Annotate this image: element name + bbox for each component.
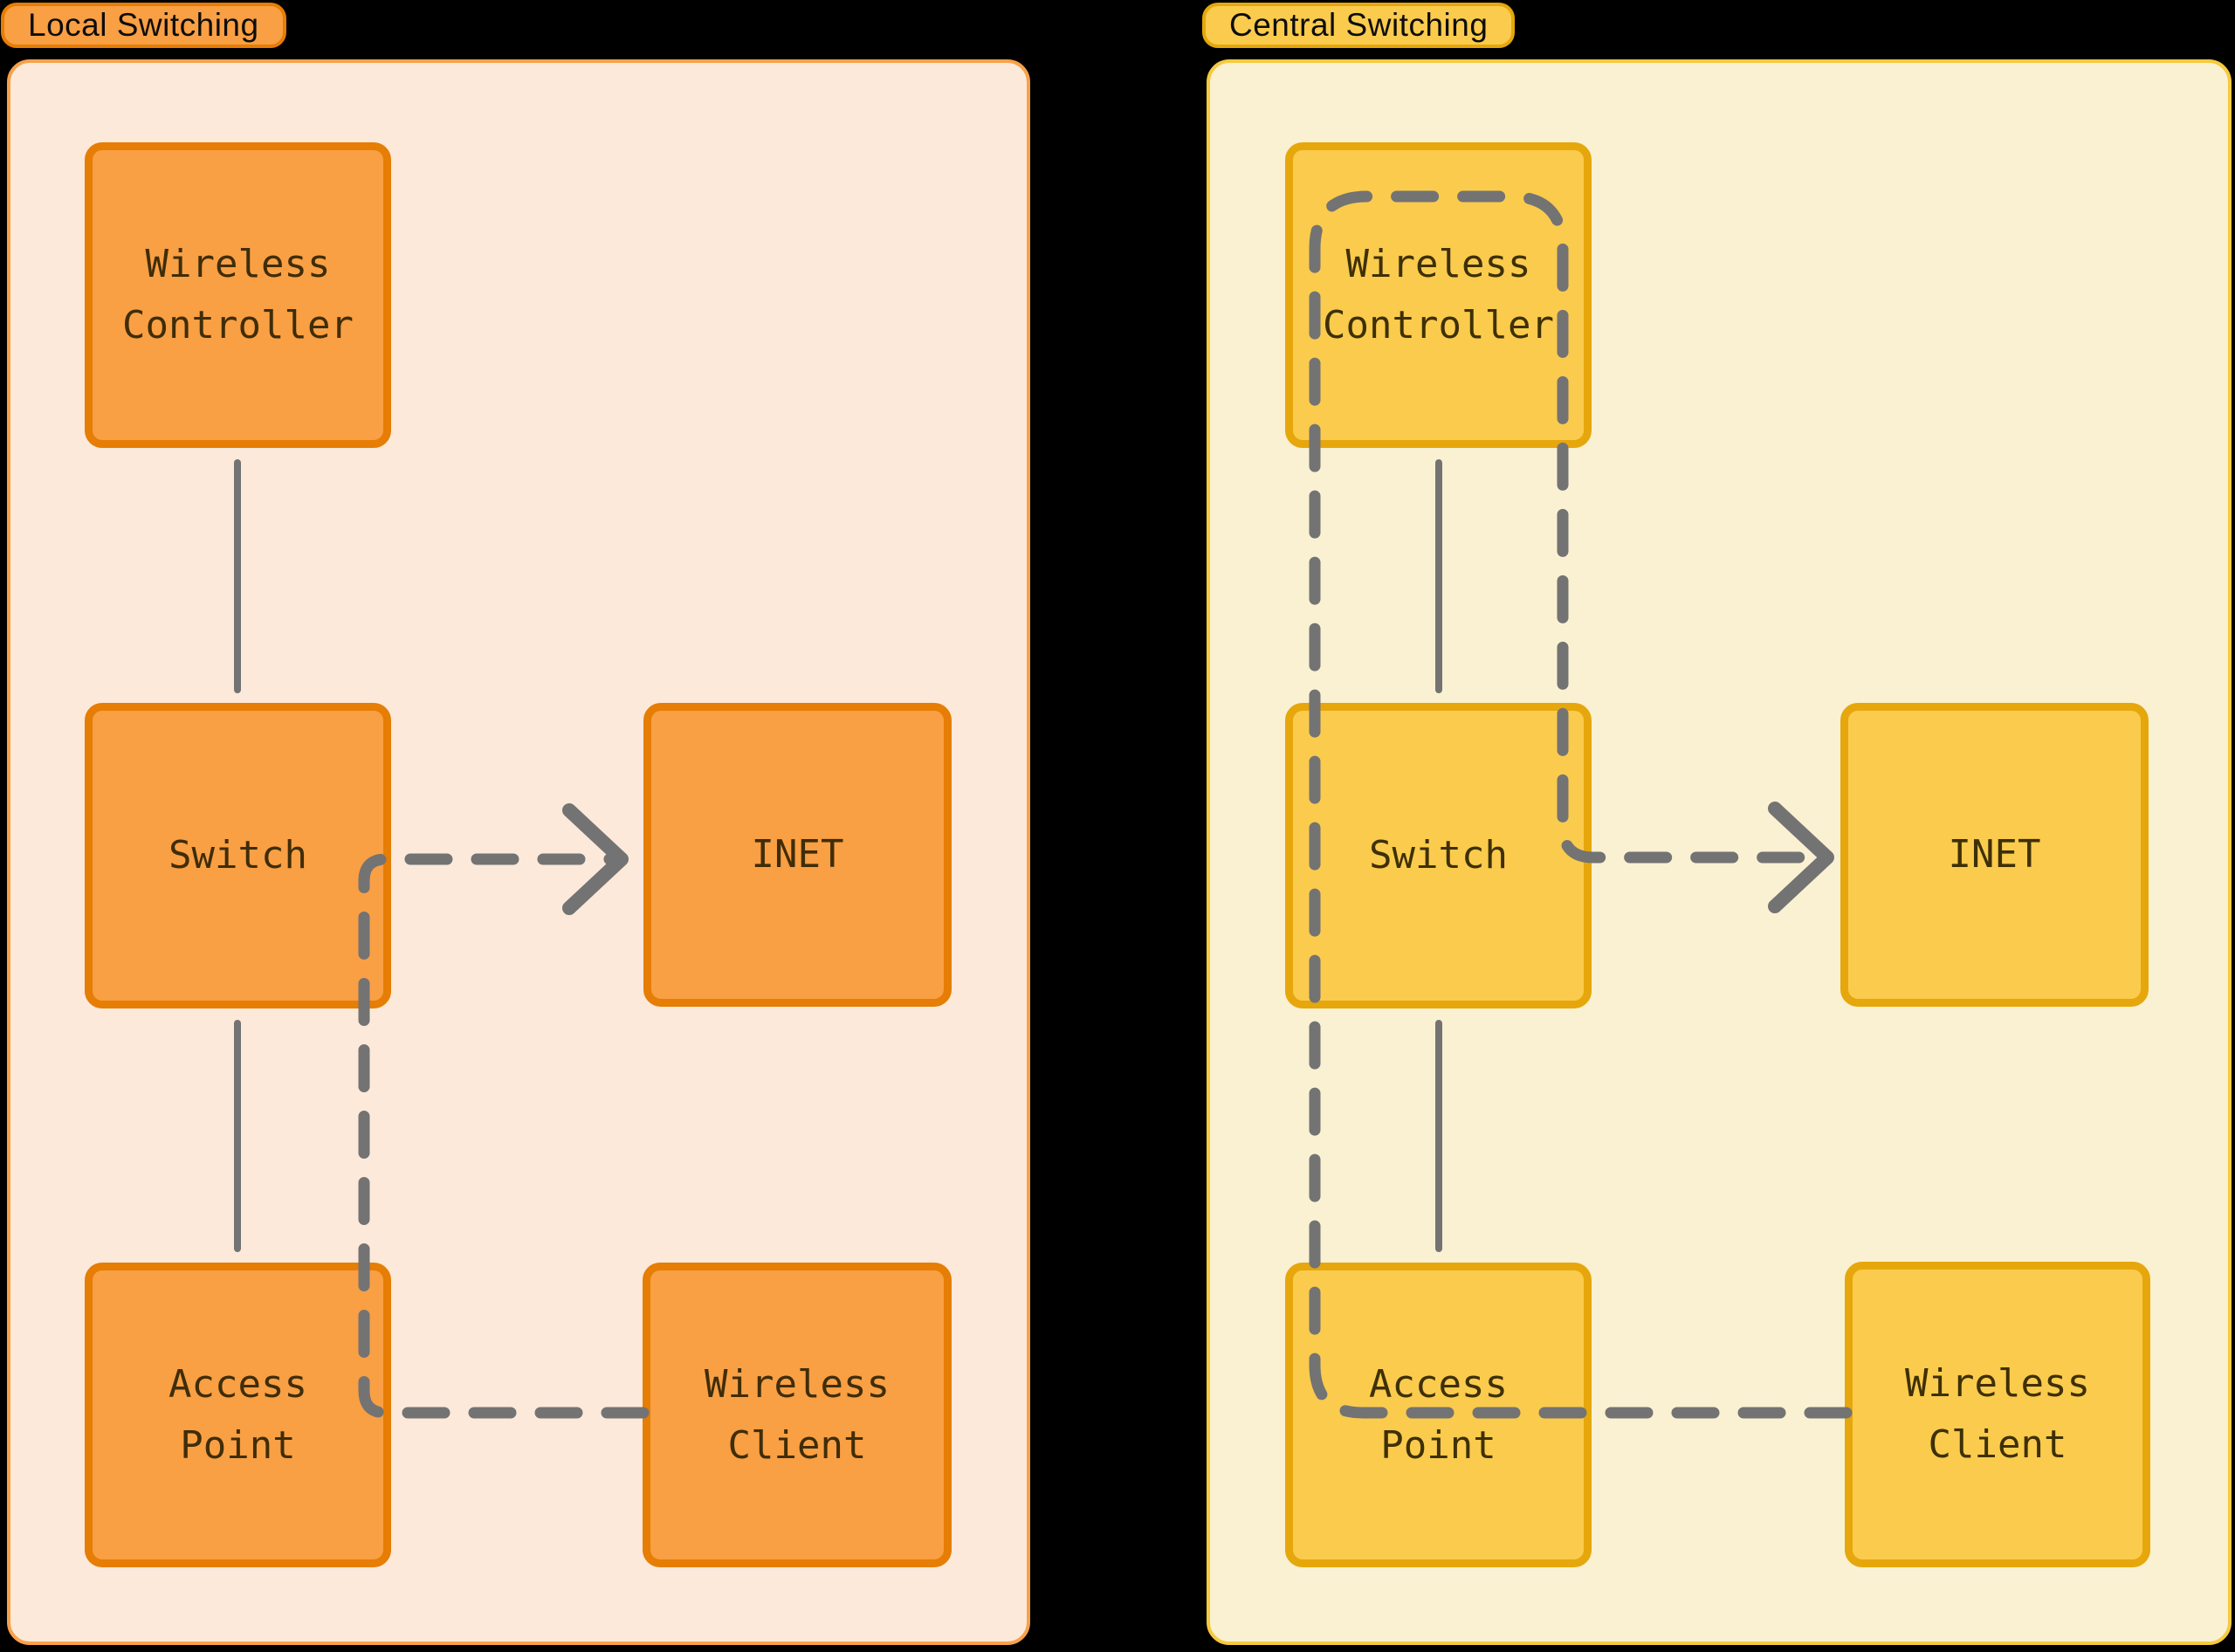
local-inet-node: INET [643, 703, 952, 1007]
local-access-point-node: Access Point [85, 1263, 391, 1567]
central-switching-badge: Central Switching [1202, 3, 1516, 48]
central-access-point-node: Access Point [1285, 1263, 1592, 1567]
central-wireless-controller-node: Wireless Controller [1285, 142, 1592, 448]
local-switching-badge: Local Switching [1, 3, 286, 48]
central-wireless-client-node: Wireless Client [1845, 1262, 2150, 1567]
local-wireless-controller-node: Wireless Controller [85, 142, 391, 448]
central-inet-node: INET [1840, 703, 2149, 1007]
local-wireless-client-node: Wireless Client [643, 1263, 952, 1567]
local-switch-node: Switch [85, 703, 391, 1008]
central-switch-node: Switch [1285, 703, 1592, 1008]
